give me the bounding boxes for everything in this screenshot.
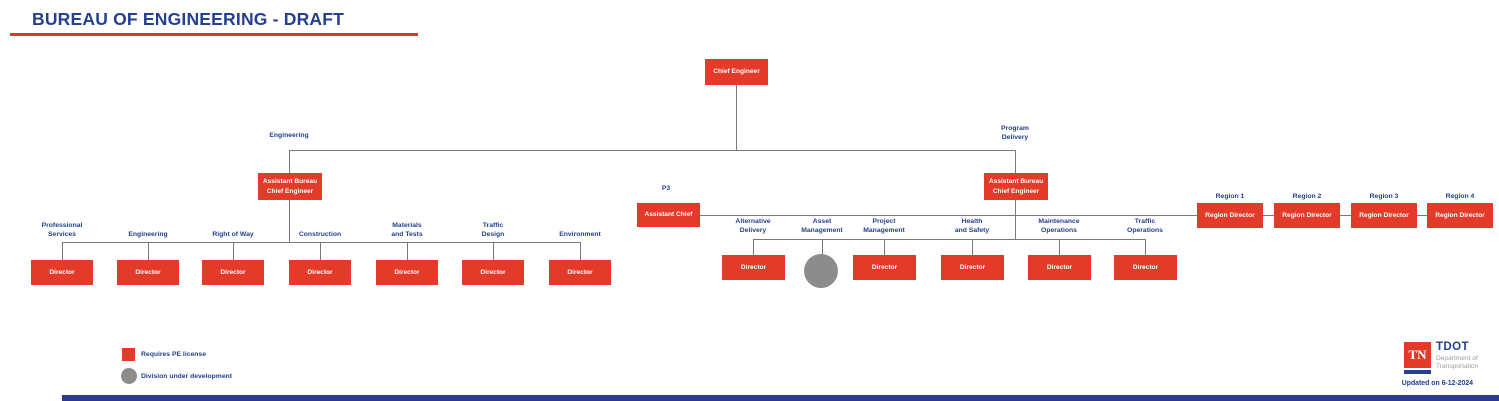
division-label: Asset Management	[801, 217, 843, 235]
node-director: Director	[31, 260, 93, 285]
branch-label-program-delivery: Program Delivery	[1001, 124, 1029, 142]
node-division-under-development	[804, 254, 838, 288]
connector-line	[580, 242, 581, 260]
division-label-p3: P3	[661, 185, 671, 193]
branch-label-engineering: Engineering	[269, 132, 309, 140]
connector-line	[289, 200, 290, 242]
node-director: Director	[549, 260, 611, 285]
tdot-dept-line1: Department of	[1436, 355, 1478, 362]
node-director: Director	[462, 260, 524, 285]
connector-line	[493, 242, 494, 260]
tn-logo-bar	[1404, 370, 1431, 374]
division-label: Alternative Delivery	[735, 217, 771, 235]
connector-line	[62, 242, 580, 243]
region-label: Region 2	[1292, 193, 1322, 201]
legend-label: Division under development	[141, 373, 233, 380]
tdot-wordmark: TDOT	[1436, 341, 1469, 353]
footer-accent-bar	[62, 395, 1499, 401]
connector-line	[700, 215, 1197, 216]
node-director: Director	[1114, 255, 1177, 280]
division-label: Right of Way	[212, 231, 254, 239]
tdot-dept-line2: Transportation	[1436, 363, 1479, 370]
connector-line	[233, 242, 234, 260]
connector-line	[753, 239, 1145, 240]
updated-date: Updated on 6-12-2024	[1401, 380, 1473, 387]
connector-line	[736, 85, 737, 150]
connector-line	[884, 239, 885, 255]
connector-line	[1015, 200, 1016, 239]
legend-label: Requires PE license	[141, 351, 206, 358]
division-label: Engineering	[128, 231, 168, 239]
connector-line	[753, 239, 754, 255]
connector-line	[289, 150, 1016, 151]
connector-line	[289, 150, 290, 174]
legend-gray-circle-icon	[121, 368, 137, 384]
node-director: Director	[1028, 255, 1091, 280]
connector-line	[972, 239, 973, 255]
node-region-director: Region Director	[1197, 203, 1263, 228]
connector-line	[1263, 215, 1274, 216]
legend-red-square-icon	[122, 348, 135, 361]
connector-line	[1340, 215, 1351, 216]
node-director: Director	[376, 260, 438, 285]
node-region-director: Region Director	[1351, 203, 1417, 228]
division-label: Project Management	[863, 217, 905, 235]
node-director: Director	[289, 260, 351, 285]
connector-line	[62, 242, 63, 260]
title-underline	[10, 33, 418, 36]
node-chief-engineer: Chief Engineer	[705, 59, 768, 85]
page-title: BUREAU OF ENGINEERING - DRAFT	[32, 9, 345, 29]
connector-line	[1015, 150, 1016, 174]
connector-line	[1145, 239, 1146, 255]
division-label: Environment	[559, 231, 601, 239]
division-label: Traffic Operations	[1127, 217, 1163, 235]
tn-logo: TN	[1404, 342, 1431, 368]
connector-line	[320, 242, 321, 260]
connector-line	[148, 242, 149, 260]
node-director: Director	[941, 255, 1004, 280]
division-label: Professional Services	[41, 221, 83, 239]
node-assistant-bureau-chief-engineer-right: Assistant Bureau Chief Engineer	[984, 173, 1048, 200]
region-label: Region 1	[1215, 193, 1245, 201]
node-director: Director	[853, 255, 916, 280]
division-label: Traffic Design	[481, 221, 505, 239]
node-assistant-chief: Assistant Chief	[637, 203, 700, 227]
division-label: Health and Safety	[954, 217, 990, 235]
connector-line	[1416, 215, 1427, 216]
connector-line	[822, 239, 823, 255]
division-label: Materials and Tests	[391, 221, 423, 239]
region-label: Region 3	[1369, 193, 1399, 201]
connector-line	[1059, 239, 1060, 255]
node-region-director: Region Director	[1427, 203, 1493, 228]
node-assistant-bureau-chief-engineer-left: Assistant Bureau Chief Engineer	[258, 173, 322, 200]
connector-line	[407, 242, 408, 260]
node-director: Director	[722, 255, 785, 280]
node-director: Director	[202, 260, 264, 285]
division-label: Maintenance Operations	[1038, 217, 1080, 235]
node-region-director: Region Director	[1274, 203, 1340, 228]
division-label: Construction	[298, 231, 342, 239]
node-director: Director	[117, 260, 179, 285]
region-label: Region 4	[1445, 193, 1475, 201]
